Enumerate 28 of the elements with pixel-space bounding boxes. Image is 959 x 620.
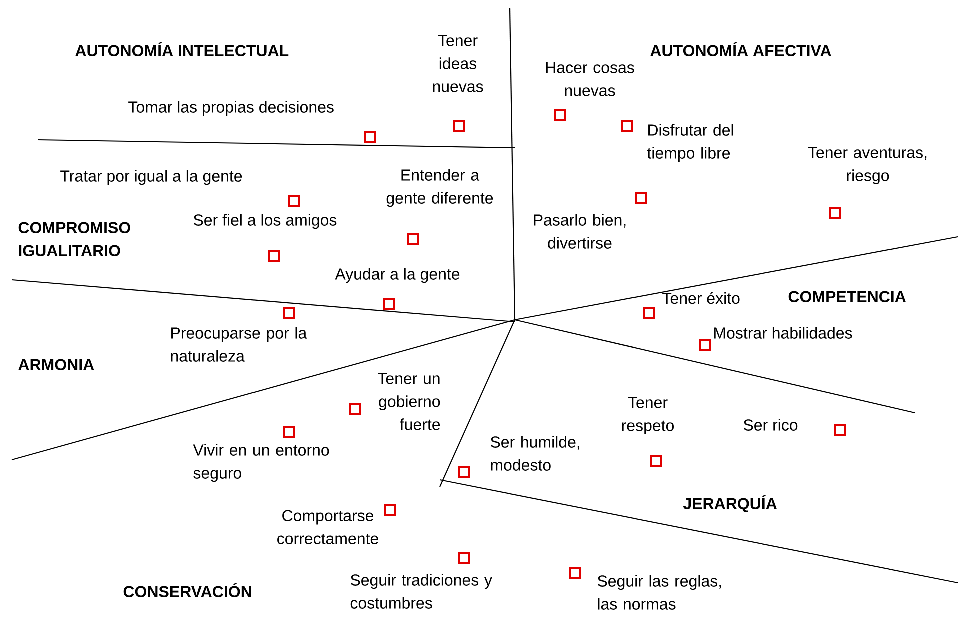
point-label: Tener ideas nuevas [433,35,484,92]
point-label: Preocuparse por la naturaleza [171,327,308,362]
point-label: Pasarlo bien, divertirse [534,214,626,249]
region-label: COMPETENCIA [788,291,906,303]
point-label: Vivir en un entorno seguro [193,444,330,482]
point-label: Mostrar habilidades [714,327,852,339]
point-label: Tratar por igual a la gente [60,170,242,186]
point-label: Tomar las propias decisiones [128,101,334,116]
region-label: AUTONOMÍA INTELECTUAL [76,42,289,57]
region-label: COMPROMISO IGUALITARIO [18,222,130,257]
point-label: Seguir las reglas, las normas [598,575,722,610]
point-label: Ser humilde, modesto [490,436,580,471]
point-label: Tener un gobierno fuerte [378,373,440,430]
point-label: Entender a gente diferente [386,169,494,208]
region-label: ARMONIA [18,359,94,371]
point-label: Tener aventuras, riesgo [808,147,927,185]
point-label: Comportarse correctamente [278,510,378,545]
region-label: JERARQUÍA [683,495,777,513]
point-label: Disfrutar del tiempo libre [647,124,734,162]
point-label: Ser fiel a los amigos [194,214,337,230]
region-label: AUTONOMÍA AFECTIVA [650,42,832,57]
point-label: Ayudar a la gente [335,268,460,284]
point-label: Ser rico [744,419,798,431]
point-label: Tener respeto [622,397,674,435]
point-label: Seguir tradiciones y costumbres [350,574,492,609]
point-label: Tener éxito [662,292,740,304]
point-label: Hacer cosas nuevas [546,62,634,96]
region-label: CONSERVACIÓN [124,583,252,598]
